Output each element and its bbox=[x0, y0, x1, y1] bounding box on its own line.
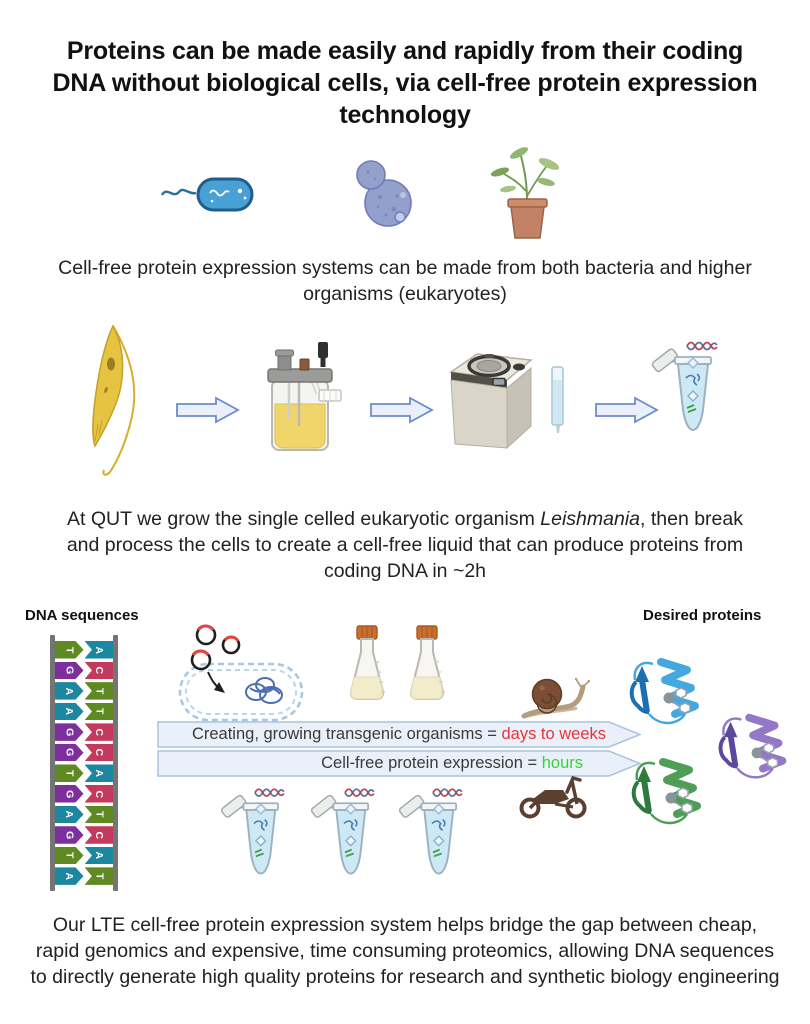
reaction-tube-icon bbox=[310, 788, 375, 875]
centrifuge-icon bbox=[449, 353, 533, 450]
dna-rail bbox=[50, 635, 55, 891]
flow-arrow-icon bbox=[595, 396, 659, 424]
dna-sequences-label: DNA sequences bbox=[25, 607, 139, 624]
banner-transgenic: Creating, growing transgenic organisms =… bbox=[157, 721, 641, 748]
flow-arrow-icon bbox=[370, 396, 434, 424]
protein-icon bbox=[629, 658, 699, 725]
snail-icon bbox=[521, 677, 590, 719]
protein-icon bbox=[718, 713, 787, 779]
chromatography-column-icon bbox=[551, 366, 564, 433]
reaction-tube-icon bbox=[398, 788, 463, 875]
banner2-text: Cell-free protein expression = bbox=[321, 754, 542, 772]
reaction-tube-icon bbox=[220, 788, 285, 875]
bioreactor-icon bbox=[267, 342, 342, 451]
banner1-text: Creating, growing transgenic organisms = bbox=[191, 725, 502, 743]
potted-plant-icon bbox=[490, 147, 560, 239]
footer-caption: Our LTE cell-free protein expression sys… bbox=[30, 914, 780, 988]
leishmania-italic: Leishmania bbox=[540, 508, 640, 530]
protein-icon bbox=[631, 758, 701, 825]
banner-arrow-shape bbox=[157, 721, 641, 748]
dna-rail bbox=[113, 635, 118, 891]
yeast-icon bbox=[356, 160, 412, 227]
bacterium-icon bbox=[160, 177, 254, 212]
caption-organisms: Cell-free protein expression systems can… bbox=[58, 257, 752, 305]
banner2-highlight: hours bbox=[541, 754, 583, 772]
motorcycle-icon bbox=[519, 775, 587, 819]
banner-cellfree: Cell-free protein expression = hours bbox=[157, 750, 641, 777]
reaction-tube-icon bbox=[651, 341, 718, 432]
desired-proteins-label: Desired proteins bbox=[643, 607, 762, 624]
banner-arrow-shape bbox=[157, 750, 641, 777]
culture-flasks-icon bbox=[349, 625, 446, 701]
leishmania-icon bbox=[92, 324, 136, 476]
banner1-highlight: days to weeks bbox=[501, 725, 607, 743]
flow-arrow-icon bbox=[176, 396, 240, 424]
page-title: Proteins can be made easily and rapidly … bbox=[52, 37, 758, 129]
plasmids-transgenic-bacterium-icon bbox=[178, 624, 304, 722]
caption-leishmania: At QUT we grow the single celled eukaryo… bbox=[66, 508, 744, 582]
